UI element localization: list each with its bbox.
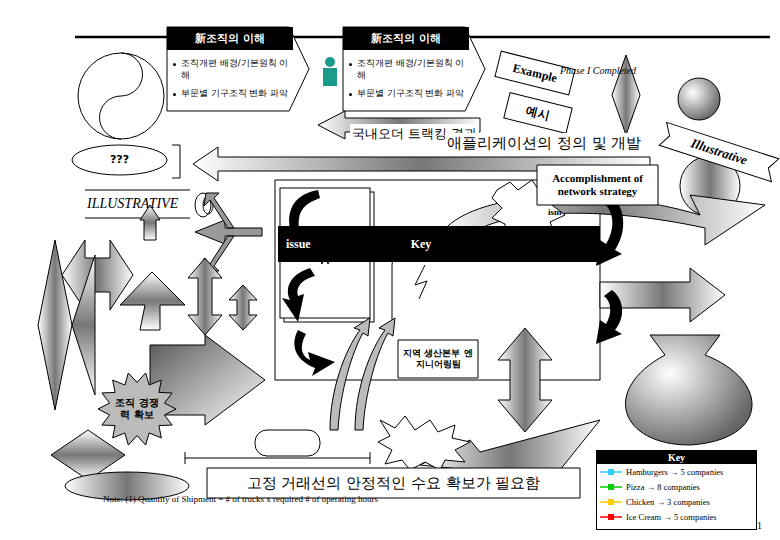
process-pentagon: 新조직의 이해조직개편 배경/기본원칙 이해부문별 기구조직 변화 파악: [343, 27, 485, 111]
bullet-dot: [349, 93, 352, 96]
bullet-dot: [173, 63, 176, 66]
footnote: Note: (1) Quantity of Shipment = # of tr…: [103, 494, 378, 504]
process-pentagon: 新조직의 이해조직개편 배경/기본원칙 이해부문별 기구조직 변화 파악: [167, 27, 309, 111]
node-outline: [278, 226, 600, 262]
bullet-text: 부문별 기구조직 변화 파악: [181, 88, 288, 100]
unknown-ellipse: ???: [72, 145, 167, 175]
legend-text: Hamburgers → 5 companies: [626, 467, 723, 477]
goal-starburst: 조직 경쟁력 확보: [98, 372, 176, 446]
issue-key-bar: issue Key: [278, 226, 600, 262]
legend-row: Chicken → 3 companies: [599, 497, 710, 507]
node-text: 지역 생산본부 엔지니어링팀: [398, 348, 478, 370]
watermark: ILLUSTRATIVE: [87, 196, 178, 212]
legend-text: Pizza → 8 companies: [626, 482, 700, 492]
node-text: 고정 거래선의 안정적인 수요 확보가 필요함: [243, 474, 545, 492]
bar-label: issue: [286, 237, 311, 252]
status-note: Phase I Completed: [560, 65, 636, 76]
example-tag: 예시: [504, 93, 572, 134]
legend-marker: [608, 469, 614, 475]
legend-swatch: [599, 512, 623, 522]
bullet-row: 조직개편 배경/기본원칙 이해: [173, 58, 291, 82]
bullet-text: 조직개편 배경/기본원칙 이해: [357, 58, 467, 82]
box-header: 新조직의 이해: [167, 27, 293, 50]
strategy-box: Accomplishment of network strategy: [537, 165, 658, 205]
bullet-dot: [173, 93, 176, 96]
legend-marker: [608, 499, 614, 505]
bullet-row: 부문별 기구조직 변화 파악: [349, 88, 467, 100]
bullet-text: 부문별 기구조직 변화 파악: [357, 88, 464, 100]
legend-swatch: [599, 467, 623, 477]
team-box: 지역 생산본부 엔지니어링팀: [398, 340, 478, 378]
node-text: Accomplishment of network strategy: [537, 172, 658, 198]
arrow-label: 애플리케이션의 정의 및 개발: [445, 133, 643, 154]
node-text: ???: [106, 153, 133, 166]
bullet-row: 부문별 기구조직 변화 파악: [173, 88, 291, 100]
conclusion-box: 고정 거래선의 안정적인 수요 확보가 필요함: [207, 468, 580, 498]
bullet-dot: [349, 63, 352, 66]
legend-text: Ice Cream → 5 companies: [626, 512, 717, 522]
page-number: 1: [757, 520, 762, 531]
legend-swatch: [599, 497, 623, 507]
legend-header: Key: [597, 451, 756, 464]
legend-row: Ice Cream → 5 companies: [599, 512, 717, 522]
burst-text: ism: [548, 207, 562, 217]
legend-swatch: [599, 482, 623, 492]
bullet-text: 조직개편 배경/기본원칙 이해: [181, 58, 291, 82]
bar-label: Key: [411, 237, 432, 252]
legend-marker: [608, 484, 614, 490]
legend-text: Chicken → 3 companies: [626, 497, 710, 507]
bullet-row: 조직개편 배경/기본원칙 이해: [349, 58, 467, 82]
box-header: 新조직의 이해: [343, 27, 469, 50]
node-text: 조직 경쟁력 확보: [98, 397, 176, 421]
legend-row: Hamburgers → 5 companies: [599, 467, 723, 477]
legend-row: Pizza → 8 companies: [599, 482, 700, 492]
legend-marker: [608, 514, 614, 520]
